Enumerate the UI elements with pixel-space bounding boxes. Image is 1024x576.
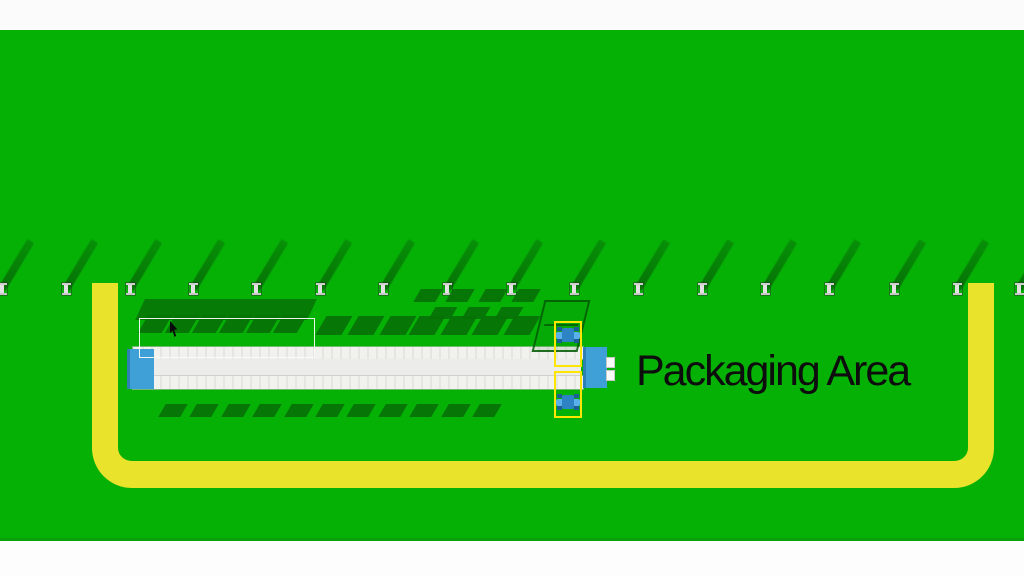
conveyor-belt-bottom[interactable] (133, 376, 583, 389)
light-pole-icon[interactable] (62, 283, 71, 295)
light-pole-icon[interactable] (316, 283, 325, 295)
highlight-box-top (554, 321, 582, 367)
light-pole-icon[interactable] (443, 283, 452, 295)
simulation-viewport[interactable]: Packaging Area (0, 30, 1024, 541)
light-pole-icon[interactable] (761, 283, 770, 295)
conveyor-belt-top[interactable] (133, 347, 583, 359)
light-pole-icon[interactable] (570, 283, 579, 295)
robot-wheel (557, 394, 562, 398)
light-pole-icon[interactable] (825, 283, 834, 295)
line-end-block[interactable] (583, 347, 607, 388)
light-pole-icon[interactable] (379, 283, 388, 295)
highlight-box-bottom (554, 371, 582, 418)
robot-body (562, 395, 574, 409)
light-pole-icon[interactable] (189, 283, 198, 295)
mouse-cursor-icon (170, 321, 178, 337)
output-tab (606, 357, 615, 368)
light-pole-icon[interactable] (1015, 283, 1024, 295)
output-tab (606, 370, 615, 381)
robot-body (562, 328, 574, 342)
letterbox-top (0, 0, 1024, 31)
floor-path[interactable] (92, 283, 994, 488)
floor-edge-line (0, 538, 1024, 541)
agv-robot-icon[interactable] (556, 394, 580, 410)
letterbox-bottom (0, 541, 1024, 576)
robot-wheel (557, 327, 562, 331)
area-label: Packaging Area (636, 347, 911, 395)
robot-wheel (574, 394, 579, 398)
line-start-block[interactable] (127, 349, 154, 389)
agv-robot-icon[interactable] (556, 327, 580, 343)
light-pole-icon[interactable] (507, 283, 516, 295)
light-pole-icon[interactable] (698, 283, 707, 295)
selection-rectangle (139, 318, 315, 358)
light-pole-icon[interactable] (252, 283, 261, 295)
robot-wheel (574, 327, 579, 331)
center-machine-row[interactable] (133, 359, 581, 376)
light-pole-icon[interactable] (634, 283, 643, 295)
light-pole-icon[interactable] (890, 283, 899, 295)
light-pole-icon[interactable] (0, 283, 7, 295)
